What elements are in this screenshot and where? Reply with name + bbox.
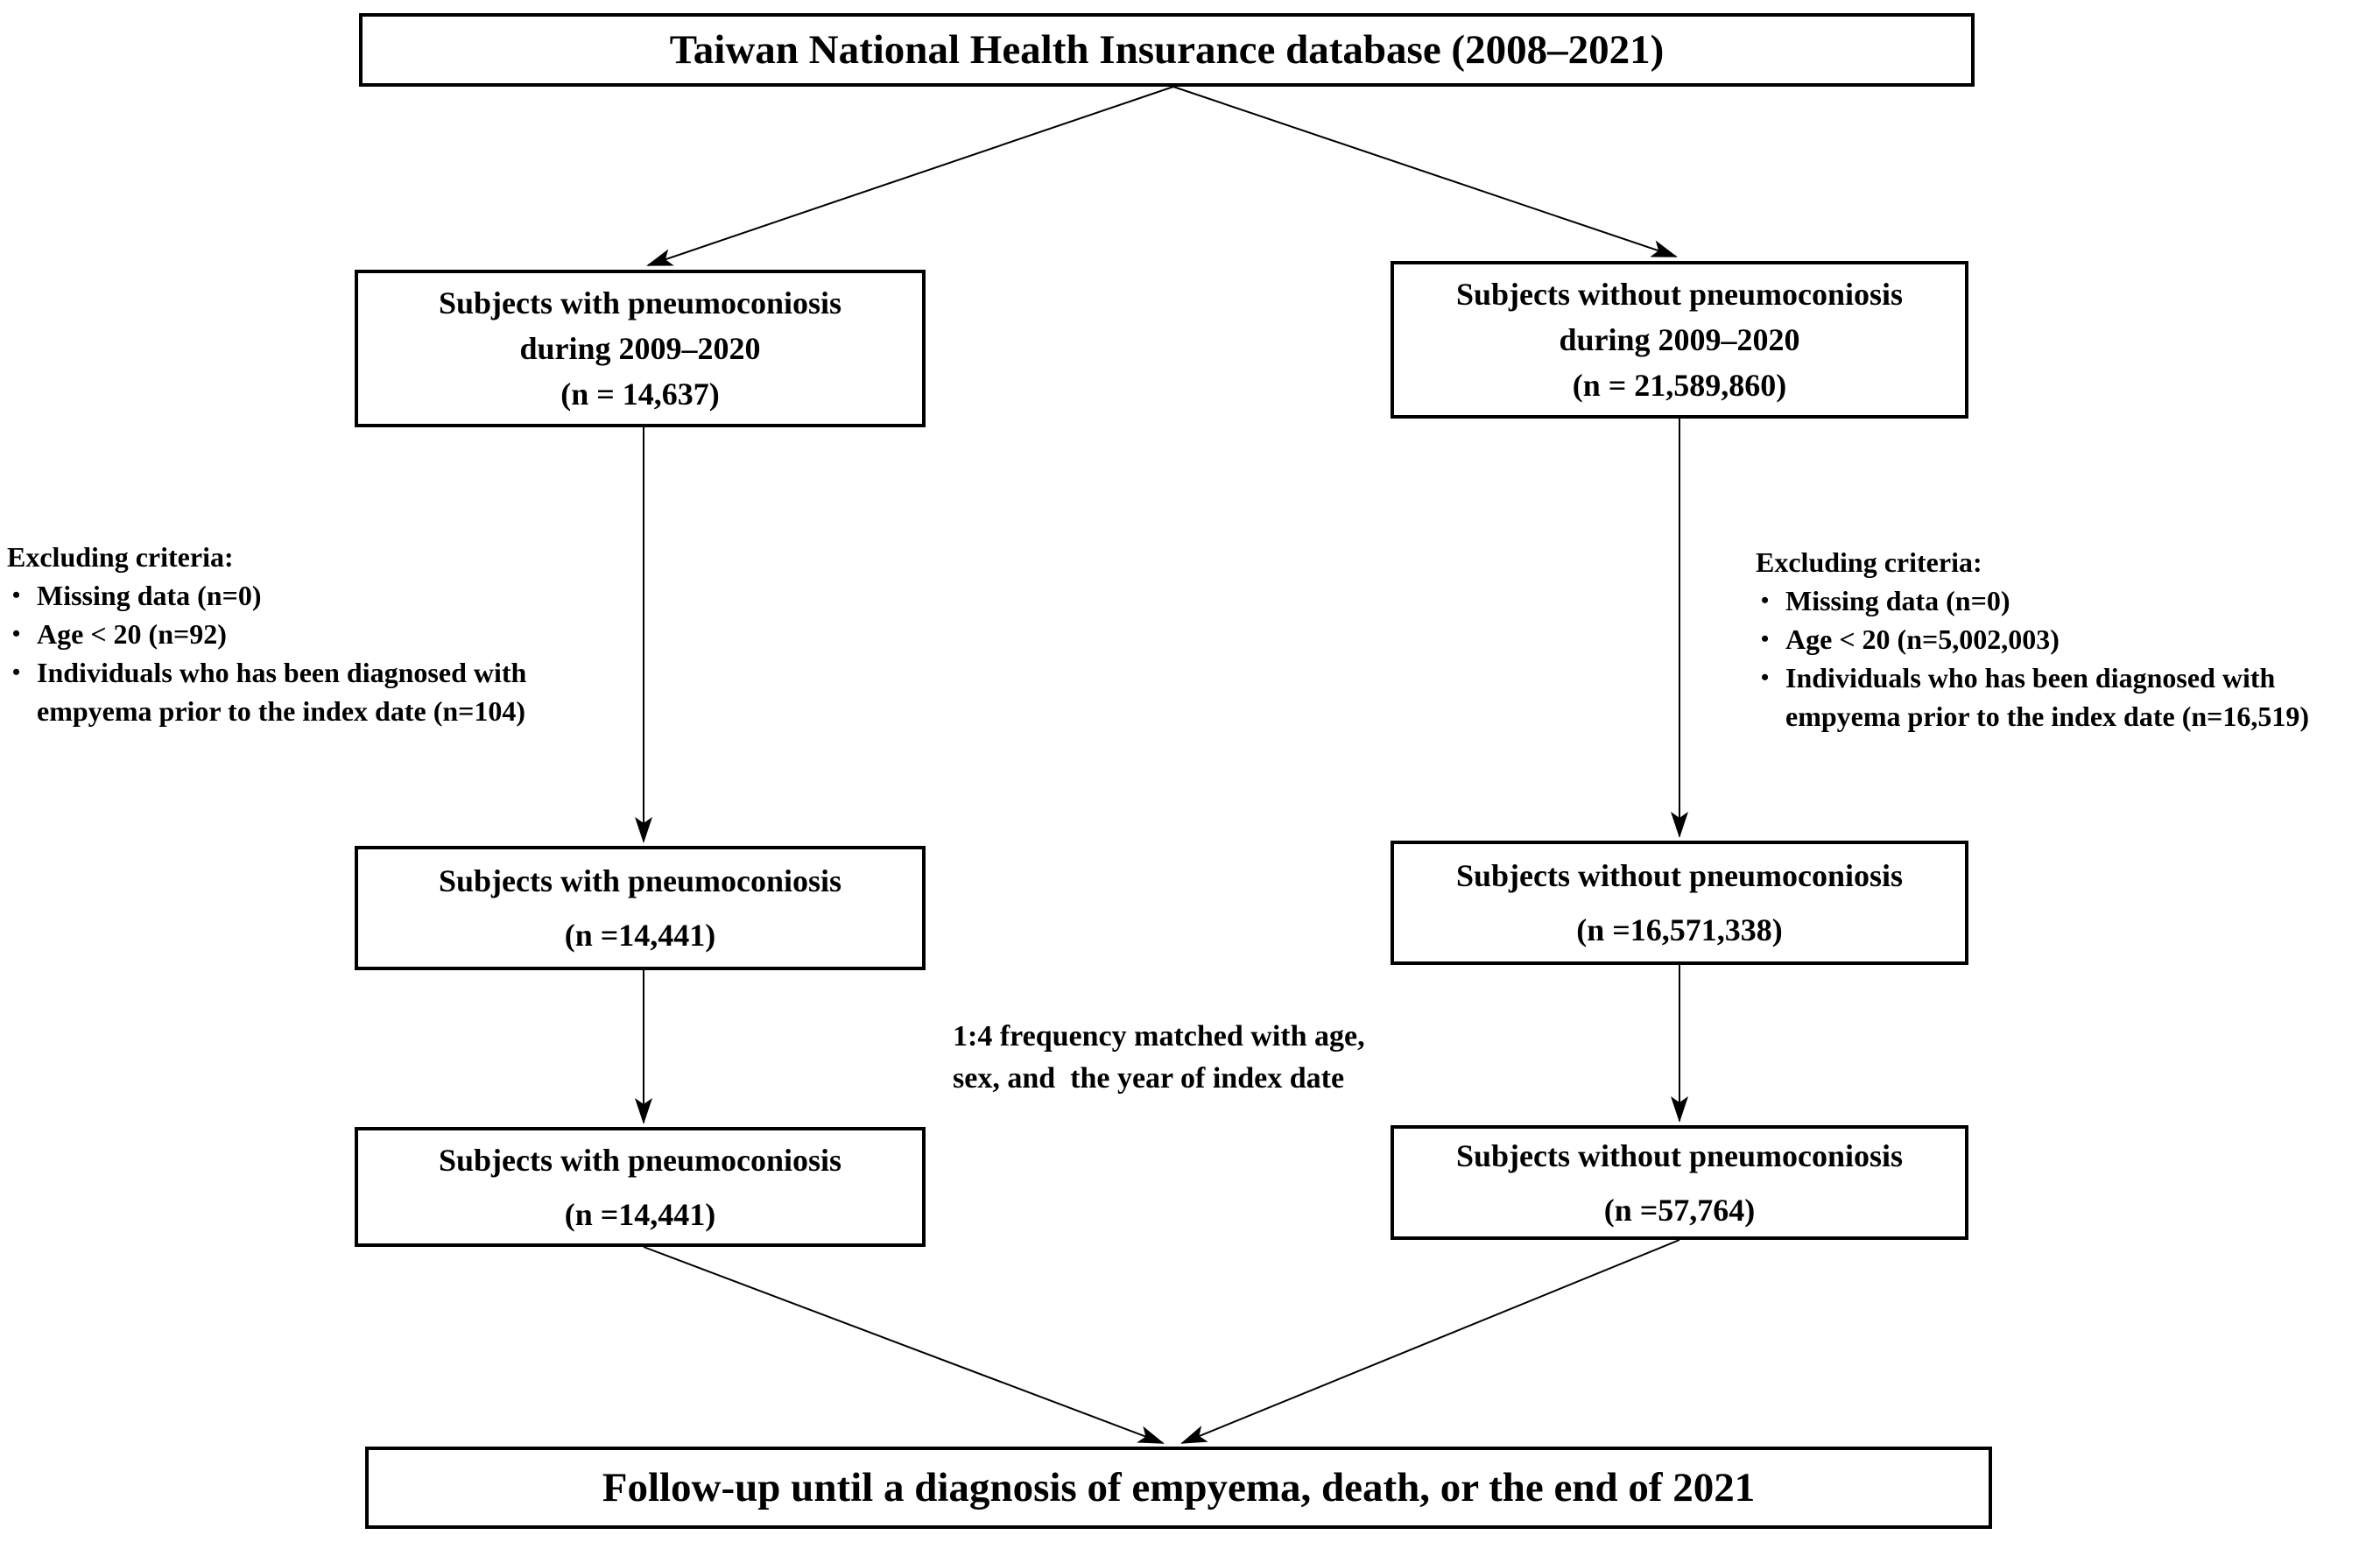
- exclusion-item-text: Missing data (n=0): [1785, 585, 2010, 616]
- exclusion-item-text: Individuals who has been diagnosed with …: [1785, 662, 2310, 732]
- box-line: during 2009–2020: [1559, 322, 1800, 357]
- box-line: Subjects with pneumoconiosis: [438, 1142, 842, 1178]
- exclusion-item: • Missing data (n=0): [7, 576, 619, 615]
- matching-note-line: 1:4 frequency matched with age,: [953, 1020, 1365, 1053]
- box-line: (n = 21,589,860): [1572, 368, 1787, 403]
- exclusion-item-text: Individuals who has been diagnosed with …: [37, 657, 534, 727]
- followup-box: Follow-up until a diagnosis of empyema, …: [365, 1447, 1992, 1529]
- arrow-without-to-followup: [1180, 1239, 1680, 1444]
- with-pneumoconiosis-after-exclusion-box: Subjects with pneumoconiosis (n =14,441): [355, 846, 926, 970]
- exclusion-item: • Individuals who has been diagnosed wit…: [7, 653, 619, 730]
- bullet-icon: •: [1761, 665, 1770, 690]
- with-exclusion-criteria: Excluding criteria: • Missing data (n=0)…: [7, 538, 619, 730]
- exclusion-item-text: Age < 20 (n=5,002,003): [1785, 623, 2060, 655]
- exclusion-item-text: Age < 20 (n=92): [37, 618, 227, 650]
- bullet-icon: •: [1761, 626, 1770, 651]
- box-line: Subjects with pneumoconiosis: [438, 285, 842, 320]
- exclusion-item-text: Missing data (n=0): [37, 580, 262, 611]
- box-line: (n =16,571,338): [1576, 912, 1783, 947]
- with-pneumoconiosis-matched-box: Subjects with pneumoconiosis (n =14,441): [355, 1127, 926, 1247]
- arrow-database-to-without: [1172, 86, 1678, 257]
- matching-note-line: sex, and the year of index date: [953, 1062, 1345, 1095]
- box-line: (n =14,441): [564, 1196, 716, 1232]
- arrow-database-to-with: [646, 86, 1174, 266]
- without-pneumoconiosis-matched-box: Subjects without pneumoconiosis (n =57,7…: [1391, 1125, 1968, 1240]
- without-exclusion-criteria: Excluding criteria: • Missing data (n=0)…: [1756, 543, 2380, 736]
- exclusion-item: • Age < 20 (n=92): [7, 615, 619, 653]
- bullet-icon: •: [12, 621, 21, 646]
- without-pneumoconiosis-initial-box: Subjects without pneumoconiosis during 2…: [1391, 261, 1968, 419]
- without-pneumoconiosis-after-exclusion-box: Subjects without pneumoconiosis (n =16,5…: [1391, 841, 1968, 965]
- database-box: Taiwan National Health Insurance databas…: [359, 13, 1975, 87]
- matching-note: 1:4 frequency matched with age, sex, and…: [953, 1016, 1513, 1100]
- bullet-icon: •: [12, 659, 21, 685]
- with-pneumoconiosis-initial-box: Subjects with pneumoconiosis during 2009…: [355, 270, 926, 427]
- exclusion-item: • Age < 20 (n=5,002,003): [1756, 620, 2380, 658]
- exclusion-item: • Individuals who has been diagnosed wit…: [1756, 658, 2380, 736]
- box-line: Subjects without pneumoconiosis: [1455, 277, 1904, 312]
- followup-box-label: Follow-up until a diagnosis of empyema, …: [602, 1465, 1756, 1510]
- box-line: (n =57,764): [1603, 1192, 1756, 1228]
- box-line: (n =14,441): [564, 918, 716, 953]
- box-line: Subjects without pneumoconiosis: [1455, 858, 1904, 893]
- box-line: Subjects without pneumoconiosis: [1455, 1137, 1904, 1173]
- arrow-with-to-followup: [643, 1246, 1165, 1444]
- box-line: Subjects with pneumoconiosis: [438, 863, 842, 898]
- database-box-label: Taiwan National Health Insurance databas…: [669, 27, 1665, 73]
- exclusion-title: Excluding criteria:: [7, 541, 234, 573]
- exclusion-title: Excluding criteria:: [1756, 546, 1982, 578]
- bullet-icon: •: [12, 582, 21, 608]
- box-line: during 2009–2020: [519, 331, 761, 366]
- exclusion-item: • Missing data (n=0): [1756, 581, 2380, 620]
- box-line: (n = 14,637): [560, 377, 720, 412]
- bullet-icon: •: [1761, 588, 1770, 613]
